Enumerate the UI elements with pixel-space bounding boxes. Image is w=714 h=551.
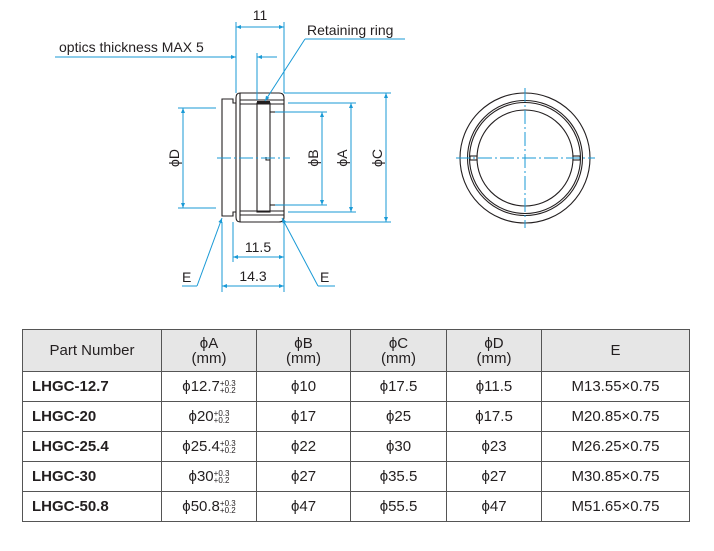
tolerance: +0.3+0.2: [219, 439, 236, 455]
header-phi-a: ϕA(mm): [161, 329, 257, 372]
phi-a-cell: ϕ30+0.3+0.2: [161, 461, 257, 492]
phi-b-cell: ϕ10: [256, 371, 351, 402]
header-title: ϕC: [388, 334, 409, 352]
phi-a-cell: ϕ12.7+0.3+0.2: [161, 371, 257, 402]
header-title: E: [610, 342, 621, 359]
e-cell: M30.85×0.75: [541, 461, 690, 492]
table-header-row: Part Number ϕA(mm) ϕB(mm) ϕC(mm) ϕD(mm) …: [22, 329, 690, 372]
header-phi-c: ϕC(mm): [350, 329, 447, 372]
tolerance-upper: +0.3: [219, 439, 236, 448]
phi-b-cell: ϕ22: [256, 431, 351, 462]
tolerance: +0.3+0.2: [219, 379, 236, 395]
optics-thickness-label: optics thickness MAX 5: [59, 39, 204, 55]
dimensions: 11 optics thickness MAX 5 Retaining ring…: [55, 7, 405, 292]
e-cell: M13.55×0.75: [541, 371, 690, 402]
part-number-cell: LHGC-30: [22, 461, 162, 492]
header-title: ϕB: [294, 334, 313, 352]
tolerance-lower: +0.2: [219, 506, 236, 515]
tolerance-upper: +0.3: [219, 499, 236, 508]
header-unit: (mm): [286, 349, 321, 367]
tolerance-lower: +0.2: [219, 386, 236, 395]
technical-drawing: 11 optics thickness MAX 5 Retaining ring…: [55, 7, 595, 292]
phi-a-value: ϕ50.8: [182, 498, 220, 515]
tolerance-upper: +0.3: [219, 379, 236, 388]
phi-c-cell: ϕ25: [350, 401, 447, 432]
phi-c-cell: ϕ17.5: [350, 371, 447, 402]
e-cell: M51.65×0.75: [541, 491, 690, 522]
part-number-cell: LHGC-12.7: [22, 371, 162, 402]
phi-d-cell: ϕ47: [446, 491, 542, 522]
phi-a-value: ϕ25.4: [182, 438, 220, 455]
header-phi-b: ϕB(mm): [256, 329, 351, 372]
e-left-label: E: [182, 269, 191, 285]
e-cell: M20.85×0.75: [541, 401, 690, 432]
phi-a-value: ϕ20: [188, 408, 214, 425]
tolerance-lower: +0.2: [213, 476, 230, 485]
phi-c-label: ϕC: [369, 149, 385, 167]
part-number-cell: LHGC-50.8: [22, 491, 162, 522]
phi-b-cell: ϕ47: [256, 491, 351, 522]
phi-d-label: ϕD: [166, 149, 182, 167]
header-unit: (mm): [381, 349, 416, 367]
header-title: ϕA: [199, 334, 219, 352]
phi-b-cell: ϕ17: [256, 401, 351, 432]
dim-11-5-label: 11.5: [245, 239, 271, 255]
tolerance-lower: +0.2: [213, 416, 230, 425]
phi-c-cell: ϕ35.5: [350, 461, 447, 492]
header-part-number: Part Number: [22, 329, 162, 372]
phi-d-cell: ϕ17.5: [446, 401, 542, 432]
phi-d-cell: ϕ23: [446, 431, 542, 462]
phi-d-cell: ϕ27: [446, 461, 542, 492]
tolerance-upper: +0.3: [213, 469, 230, 478]
header-unit: (mm): [476, 349, 512, 367]
dim-14-3-label: 14.3: [239, 268, 266, 284]
part-number-cell: LHGC-25.4: [22, 431, 162, 462]
phi-c-cell: ϕ30: [350, 431, 447, 462]
side-view: [217, 92, 290, 223]
phi-b-label: ϕB: [305, 149, 321, 166]
retaining-ring-label: Retaining ring: [307, 22, 393, 38]
phi-a-cell: ϕ25.4+0.3+0.2: [161, 431, 257, 462]
dim-11-label: 11: [253, 7, 268, 23]
specs-table: Part Number ϕA(mm) ϕB(mm) ϕC(mm) ϕD(mm) …: [22, 329, 690, 522]
header-e: E: [541, 329, 690, 372]
phi-a-cell: ϕ50.8+0.3+0.2: [161, 491, 257, 522]
tolerance: +0.3+0.2: [219, 499, 236, 515]
phi-c-cell: ϕ55.5: [350, 491, 447, 522]
tolerance-lower: +0.2: [219, 446, 236, 455]
e-cell: M26.25×0.75: [541, 431, 690, 462]
phi-a-value: ϕ12.7: [182, 378, 220, 395]
phi-a-label: ϕA: [334, 149, 350, 167]
header-title: ϕD: [484, 334, 504, 352]
phi-b-cell: ϕ27: [256, 461, 351, 492]
tolerance-upper: +0.3: [213, 409, 230, 418]
phi-a-cell: ϕ20+0.3+0.2: [161, 401, 257, 432]
e-right-label: E: [320, 269, 329, 285]
header-unit: (mm): [191, 349, 227, 367]
tolerance: +0.3+0.2: [213, 409, 230, 425]
tolerance: +0.3+0.2: [213, 469, 230, 485]
phi-d-cell: ϕ11.5: [446, 371, 542, 402]
front-view: [456, 88, 595, 228]
header-title: Part Number: [49, 342, 135, 359]
phi-a-value: ϕ30: [188, 468, 214, 485]
part-number-cell: LHGC-20: [22, 401, 162, 432]
header-phi-d: ϕD(mm): [446, 329, 542, 372]
